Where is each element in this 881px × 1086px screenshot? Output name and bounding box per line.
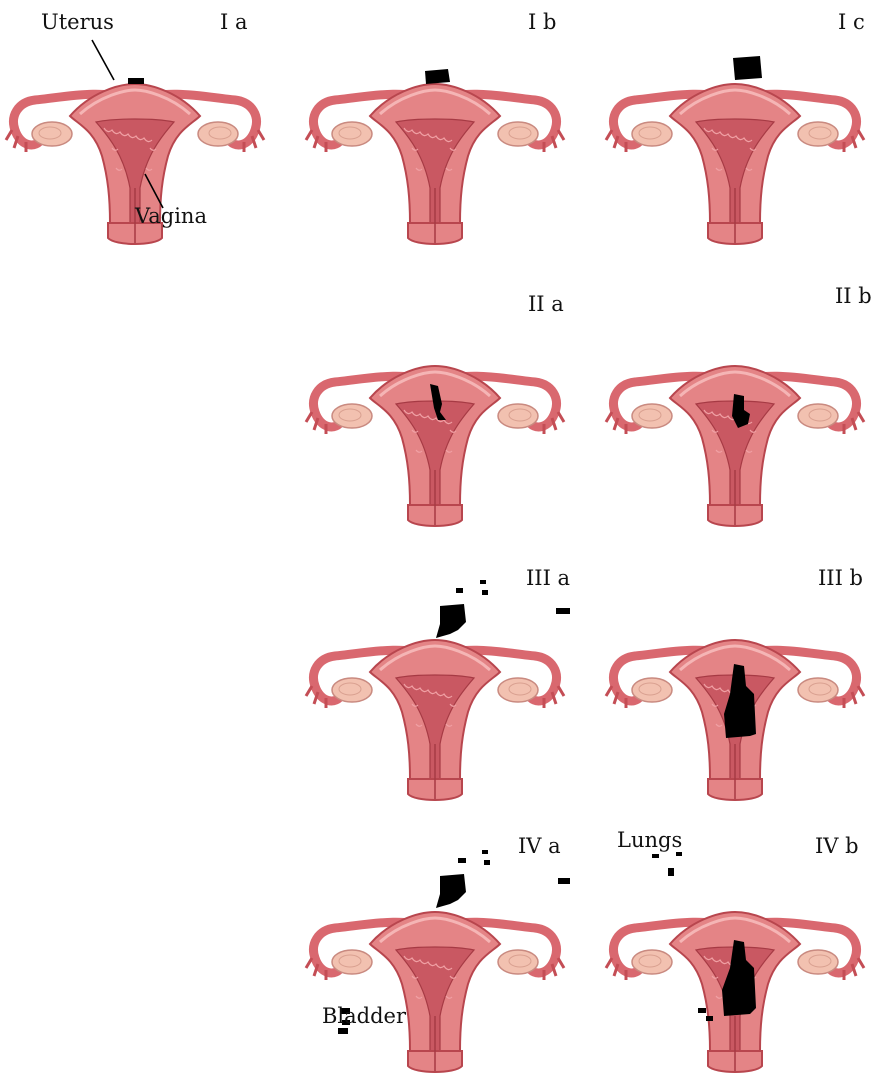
metastasis-mark <box>482 590 488 595</box>
metastasis-mark <box>458 858 466 863</box>
tumor-mark <box>425 69 450 84</box>
panel-stage-iiia <box>300 594 570 814</box>
lung-mark <box>652 854 659 858</box>
tumor-mark <box>733 56 762 80</box>
stage-label-ib: I b <box>528 10 556 34</box>
stage-label-iib: II b <box>835 284 872 308</box>
label-bladder: Bladder <box>322 1004 406 1028</box>
uterus-diagram <box>600 38 870 258</box>
uterus-diagram <box>300 866 570 1086</box>
panel-stage-iva <box>300 866 570 1086</box>
panel-stage-ivb <box>600 866 870 1086</box>
bladder-mark <box>338 1028 348 1034</box>
stage-label-iiia: III a <box>526 566 570 590</box>
stage-label-ic: I c <box>838 10 865 34</box>
stage-label-iiib: III b <box>818 566 863 590</box>
metastasis-mark <box>706 1016 713 1021</box>
stage-label-iva: IV a <box>518 834 561 858</box>
label-lungs: Lungs <box>617 828 682 852</box>
uterus-diagram <box>600 594 870 814</box>
panel-stage-iiib <box>600 594 870 814</box>
panel-stage-ic <box>600 38 870 258</box>
tumor-mark <box>436 604 466 638</box>
lung-mark <box>676 852 682 856</box>
metastasis-mark <box>698 1008 706 1013</box>
stage-label-ia: I a <box>220 10 248 34</box>
uterus-diagram <box>300 320 570 540</box>
tumor-mark <box>436 874 466 908</box>
metastasis-mark <box>556 608 570 614</box>
metastasis-mark <box>456 588 463 593</box>
panel-stage-ib <box>300 38 570 258</box>
uterus-diagram <box>600 320 870 540</box>
metastasis-mark <box>482 850 488 854</box>
panel-stage-iib <box>600 320 870 540</box>
lung-mark <box>668 868 674 876</box>
stage-label-ivb: IV b <box>815 834 859 858</box>
stage-label-iia: II a <box>528 292 564 316</box>
metastasis-mark <box>480 580 486 584</box>
panel-stage-iia <box>300 320 570 540</box>
metastasis-mark <box>484 860 490 865</box>
uterus-diagram <box>300 594 570 814</box>
metastasis-mark <box>558 878 570 884</box>
uterus-diagram <box>600 866 870 1086</box>
vagina-leader-line <box>0 0 200 240</box>
uterus-diagram <box>300 38 570 258</box>
